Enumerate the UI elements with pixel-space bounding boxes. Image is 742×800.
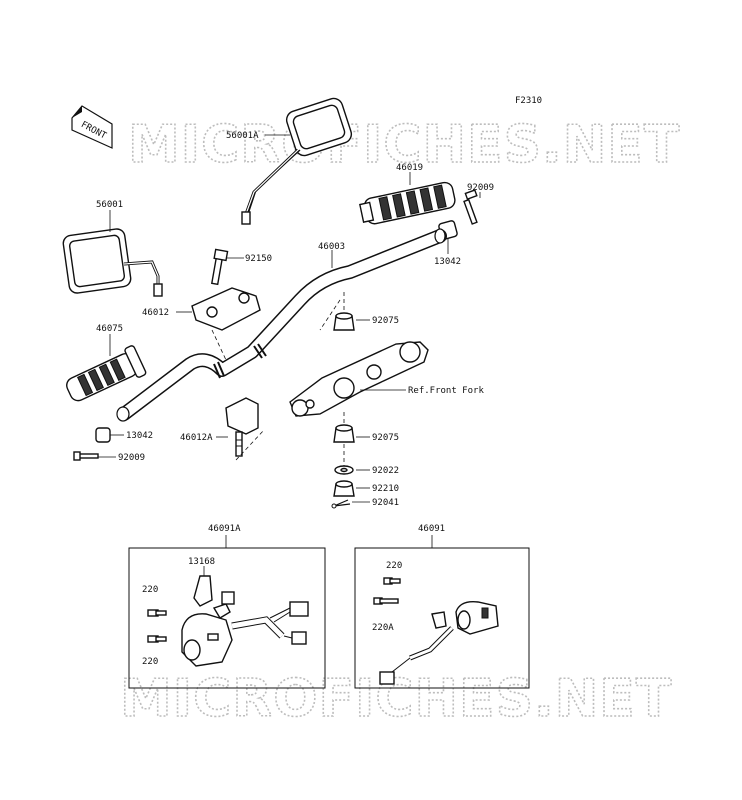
label-13168: 13168 [188,557,215,567]
label-220-upper: 220 [142,585,158,595]
label-56001: 56001 [96,200,123,210]
bar-end-13042-low [95,427,111,443]
label-46012A: 46012A [180,433,213,443]
watermark-top: MICROFICHES.NET [128,115,680,175]
label-46003: 46003 [318,242,345,252]
label-46012: 46012 [142,308,169,318]
left-switch-assembly [147,566,309,667]
label-46091A: 46091A [208,524,241,534]
label-92075-low: 92075 [372,433,399,443]
right-switch-box [354,547,530,689]
label-92009-top: 92009 [467,183,494,193]
grip-left [66,345,147,402]
label-220-lower: 220 [142,657,158,667]
washer-92022 [334,465,354,475]
handlebar [116,228,447,422]
nut-92210 [333,480,355,497]
bushing-92075-low [333,424,355,443]
upper-clamp-46012 [191,287,261,331]
label-92150: 92150 [245,254,272,264]
label-13042-top: 13042 [434,257,461,267]
label-46091: 46091 [418,524,445,534]
screw-92009-top [463,189,478,225]
front-arrow-icon: FRONT [71,105,113,149]
triple-clamp [289,341,429,417]
label-46075: 46075 [96,324,123,334]
label-92041: 92041 [372,498,399,508]
grip-right [359,181,456,225]
label-56001A: 56001A [226,131,259,141]
label-46019: 46019 [396,163,423,173]
label-220-right: 220 [386,561,402,571]
mirror-right [241,97,353,225]
right-switch-assembly [373,577,499,685]
label-ref-front-fork: Ref.Front Fork [408,386,484,396]
lower-clamp-46012A [225,397,259,457]
label-92022: 92022 [372,466,399,476]
label-13042-low: 13042 [126,431,153,441]
left-switch-box [128,547,326,689]
bolt-92150 [210,248,229,286]
diagram-code: F2310 [515,96,542,106]
label-220A: 220A [372,623,394,633]
mirror-left [62,228,163,297]
screw-92009-low [73,451,99,461]
cotter-pin-92041 [331,499,351,509]
label-92210: 92210 [372,484,399,494]
label-92009-low: 92009 [118,453,145,463]
bushing-92075-top [333,312,355,331]
watermark-bottom: MICROFICHES.NET [120,669,672,729]
label-92075-top: 92075 [372,316,399,326]
